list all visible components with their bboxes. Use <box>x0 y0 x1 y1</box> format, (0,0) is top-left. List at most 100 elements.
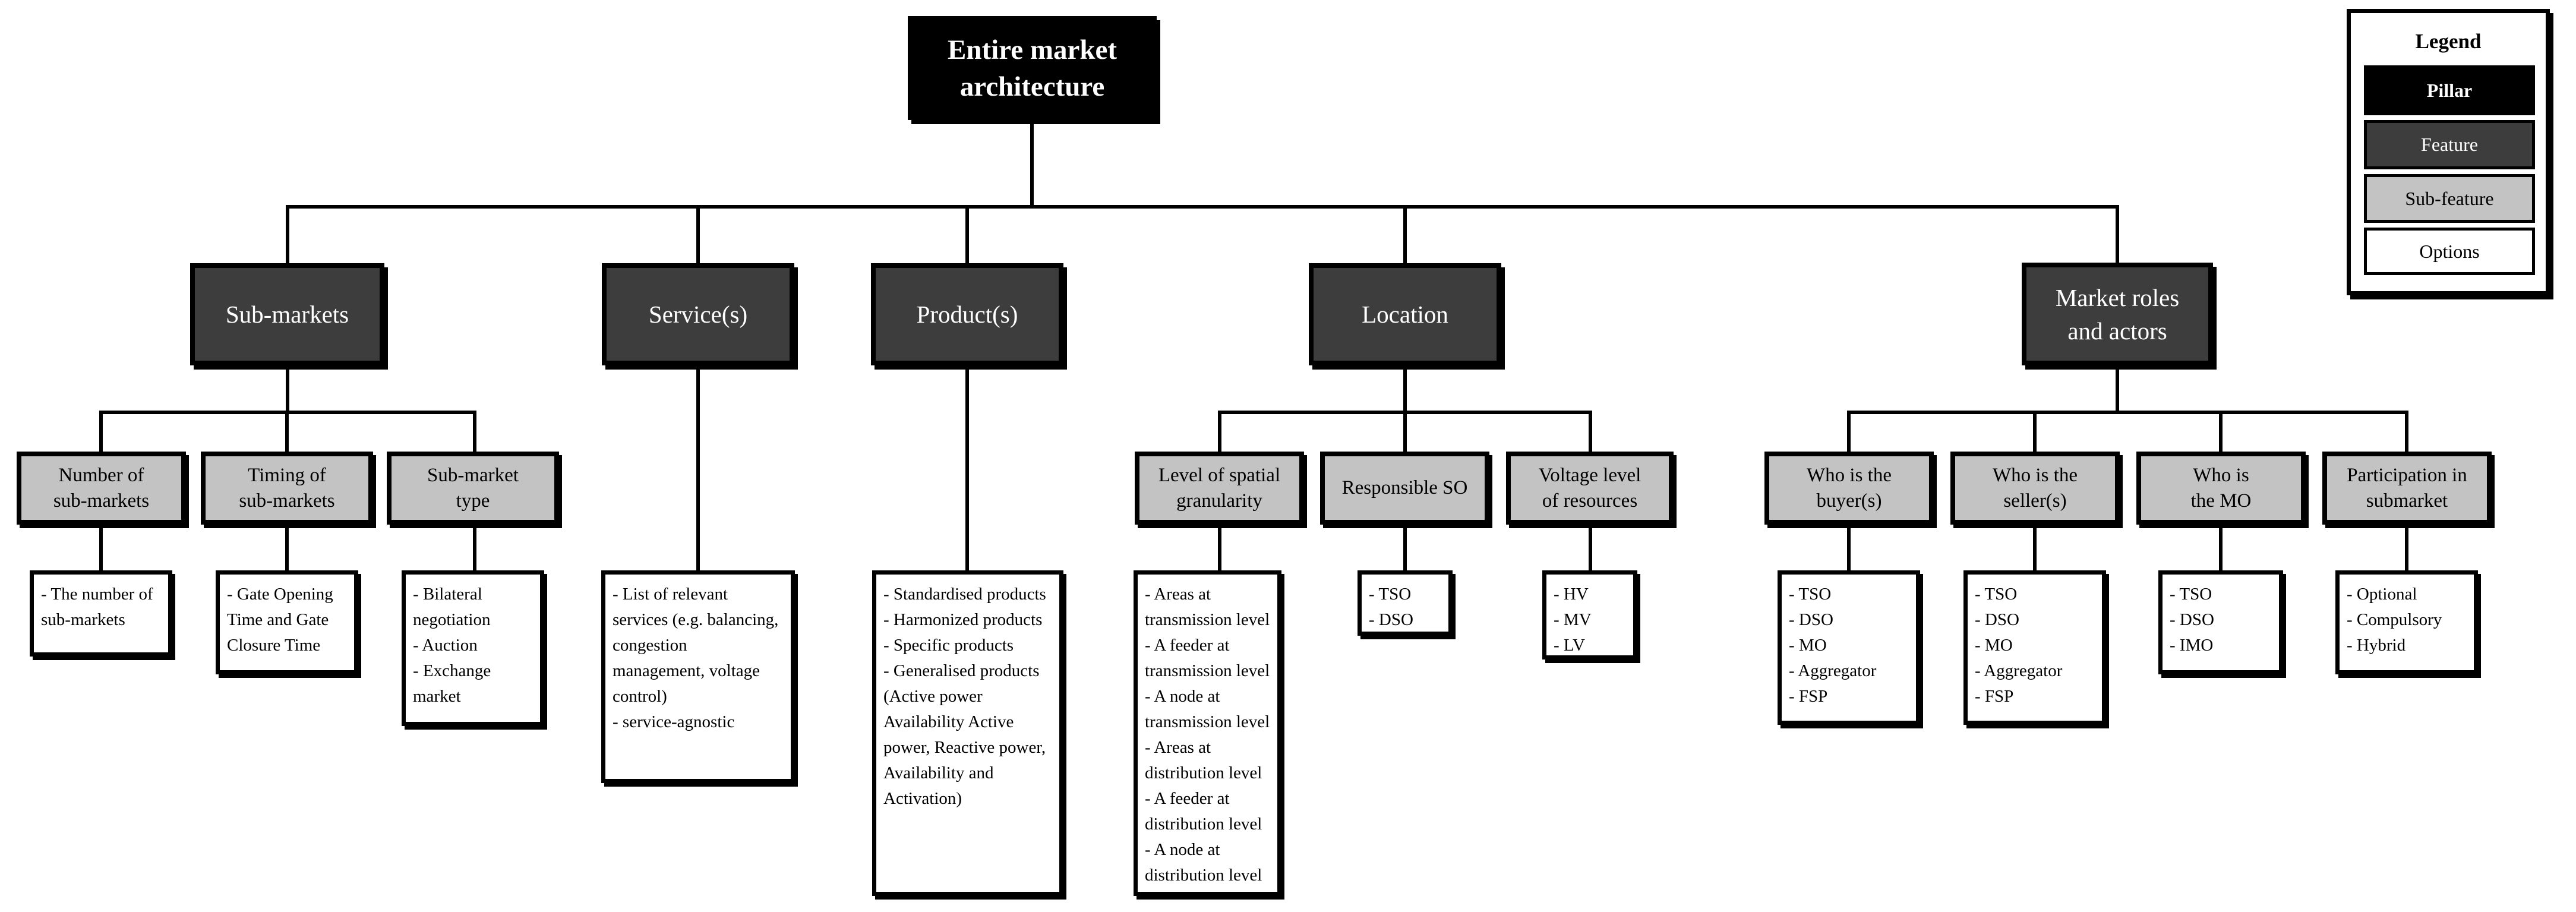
connector-drop <box>2116 205 2119 263</box>
text-line: Who is <box>2193 464 2249 486</box>
text-line: - Generalised products (Active power Ava… <box>883 661 1046 808</box>
text-line: buyer(s) <box>1816 490 1882 512</box>
connector-sub-bus <box>1847 411 2408 414</box>
text-line: - A feeder at distribution level <box>1145 789 1262 834</box>
options-who-is-the-buyers: - TSO- DSO- MO- Aggregator- FSP <box>1778 570 1920 725</box>
legend-item-feature: Feature <box>2364 120 2535 169</box>
text-line: Level of spatial <box>1158 464 1281 486</box>
options-number-of-sub-markets: - The number of sub-markets <box>30 570 172 657</box>
options-voltage-level-of-resources: - HV- MV- LV <box>1542 570 1637 659</box>
connector-main-bus <box>286 205 2119 209</box>
text-line: - A node at distribution level <box>1145 840 1262 885</box>
connector-drop <box>696 205 700 263</box>
text-line: sub-markets <box>239 490 335 512</box>
connector-stub <box>99 525 103 570</box>
text-line: - HV <box>1554 585 1589 604</box>
text-line: Entire market <box>948 34 1117 65</box>
text-line: granularity <box>1176 490 1262 512</box>
feature-location: Location <box>1309 263 1501 365</box>
text-line: - Aggregator <box>1975 661 2063 680</box>
legend-item-subfeature: Sub-feature <box>2364 174 2535 223</box>
text-line: type <box>456 490 490 512</box>
options-participation-in-submarket: - Optional- Compulsory- Hybrid <box>2335 570 2478 674</box>
text-line: - TSO <box>1789 585 1832 604</box>
text-line: - List of relevant services (e.g. balanc… <box>613 585 779 706</box>
subfeature-who-is-the-mo: Who is the MO <box>2136 452 2306 525</box>
text-line: - FSP <box>1975 687 2014 706</box>
options-level-of-spatial-granularity: - Areas at transmission level - A feeder … <box>1134 570 1281 896</box>
text-line: the MO <box>2190 490 2252 512</box>
connector-stub <box>1218 525 1221 570</box>
connector-drop <box>965 205 969 263</box>
text-line: and actors <box>2067 317 2167 345</box>
text-line: Market roles <box>2055 283 2180 311</box>
text-line: - Auction <box>413 636 478 655</box>
connector-drop <box>1589 411 1592 452</box>
text-line: - TSO <box>1975 585 2018 604</box>
text-line: - Areas at transmission level <box>1145 585 1270 629</box>
text-line: - MO <box>1789 636 1827 655</box>
text-line: - TSO <box>1369 585 1412 604</box>
connector-stub <box>2033 525 2037 570</box>
text-line: - TSO <box>2170 585 2212 604</box>
options-responsible-so: - TSO - DSO <box>1358 570 1453 636</box>
connector-stub <box>473 525 476 570</box>
options-services: - List of relevant services (e.g. balanc… <box>601 570 795 783</box>
text-line: submarket <box>2366 490 2448 512</box>
text-line: Who is the <box>1993 464 2078 486</box>
connector-stub <box>1403 525 1407 570</box>
connector-drop <box>1847 411 1851 452</box>
text-line: - Aggregator <box>1789 661 1877 680</box>
connector-drop <box>2033 411 2037 452</box>
text-line: - service-agnostic <box>613 712 735 731</box>
options-timing-of-sub-markets: - Gate Opening Time and Gate Closure Tim… <box>216 570 358 674</box>
connector-drop <box>1218 411 1221 452</box>
text-line: - Specific products <box>883 636 1014 655</box>
connector-drop <box>99 411 103 452</box>
connector-drop <box>285 411 289 452</box>
text-line: - Standardised products <box>883 585 1046 604</box>
text-line: sub-markets <box>53 490 150 512</box>
legend-title: Legend <box>2415 30 2482 53</box>
options-who-is-the-sellers: - TSO- DSO- MO- Aggregator- FSP <box>1963 570 2106 725</box>
text-line: - MO <box>1975 636 2013 655</box>
legend-panel: Legend Pillar Feature Sub-feature Option… <box>2347 9 2550 295</box>
connector-drop <box>1403 205 1407 263</box>
connector-stub <box>2219 525 2223 570</box>
connector-trunk <box>1030 120 1034 209</box>
text-line: - MV <box>1554 610 1592 629</box>
text-line: Sub-market <box>427 464 519 486</box>
text-line: - Optional <box>2347 585 2417 604</box>
connector-stub <box>1403 365 1407 414</box>
text-line: - Areas at distribution level <box>1145 738 1262 782</box>
text-line: - IMO <box>2170 636 2214 655</box>
text-line: - DSO <box>1369 610 1413 629</box>
feature-products: Product(s) <box>871 263 1063 365</box>
connector-stub <box>2405 525 2408 570</box>
subfeature-level-of-spatial-granularity: Level of spatial granularity <box>1135 452 1304 525</box>
connector-stub <box>285 525 289 570</box>
connector-stub <box>965 365 969 570</box>
options-sub-market-type: - Bilateral negotiation- Auction- Exchan… <box>402 570 544 726</box>
subfeature-who-is-the-sellers: Who is the seller(s) <box>1950 452 2120 525</box>
connector-drop <box>286 205 289 263</box>
feature-sub-markets: Sub-markets <box>190 263 384 365</box>
text-line: seller(s) <box>2003 490 2067 512</box>
connector-drop <box>1403 411 1407 452</box>
feature-market-roles-and-actors: Market roles and actors <box>2022 263 2213 365</box>
connector-stub <box>1589 525 1592 570</box>
subfeature-sub-market-type: Sub-market type <box>387 452 559 525</box>
text-line: - A feeder at transmission level <box>1145 636 1270 680</box>
connector-drop <box>473 411 476 452</box>
connector-stub <box>2116 365 2119 414</box>
text-line: - FSP <box>1789 687 1828 706</box>
legend-item-pillar: Pillar <box>2364 65 2535 115</box>
text-line: of resources <box>1542 490 1638 512</box>
text-line: - Bilateral negotiation <box>413 585 491 629</box>
text-line: Responsible SO <box>1341 477 1468 498</box>
text-line: - Gate Opening Time and Gate Closure Tim… <box>227 585 333 655</box>
options-who-is-the-mo: - TSO- DSO- IMO <box>2158 570 2283 674</box>
